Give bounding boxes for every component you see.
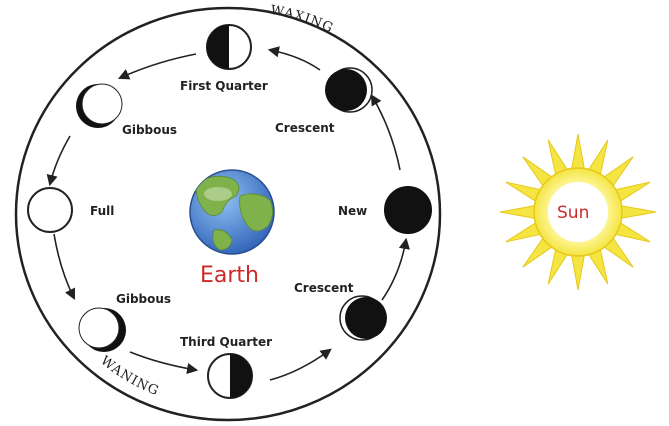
moon-third-quarter xyxy=(207,353,253,399)
label-waning-gibbous: Gibbous xyxy=(116,292,171,306)
label-waning-crescent: Crescent xyxy=(294,281,354,295)
label-first-quarter: First Quarter xyxy=(180,79,268,93)
moon-waxing-crescent xyxy=(325,67,373,113)
label-new: New xyxy=(338,204,367,218)
moon-waxing-gibbous xyxy=(76,83,123,128)
label-third-quarter: Third Quarter xyxy=(180,335,272,349)
sun-ray xyxy=(570,250,586,291)
arrow-crescent-to-new xyxy=(381,237,410,301)
sun-ray xyxy=(616,204,657,220)
arrow-first-quarter-to-gibbous xyxy=(117,53,197,80)
arrow-new-to-crescent xyxy=(370,94,401,171)
moon-new xyxy=(384,186,432,234)
arrow-gibbous-to-full xyxy=(46,135,71,187)
label-waxing-gibbous: Gibbous xyxy=(122,123,177,137)
moon-first-quarter xyxy=(206,24,252,70)
arrow-crescent-to-first-quarter xyxy=(267,46,321,71)
outer-orbit xyxy=(14,6,442,422)
sun-ray xyxy=(570,133,586,174)
sun-ray xyxy=(499,204,540,220)
sun-icon xyxy=(499,133,657,291)
earth-label: Earth xyxy=(200,263,259,288)
arrow-third-quarter-to-crescent xyxy=(269,348,332,381)
earth-icon xyxy=(189,169,275,255)
moon-waning-crescent xyxy=(339,295,387,341)
arrow-full-to-gibbous xyxy=(53,233,76,301)
label-full: Full xyxy=(90,204,114,218)
moon-full xyxy=(27,187,73,233)
moon-waning-gibbous xyxy=(78,307,126,352)
orbit-arrows xyxy=(46,46,410,381)
label-waxing-crescent: Crescent xyxy=(275,121,335,135)
sun-label: Sun xyxy=(557,203,589,223)
waxing-label: WAXING xyxy=(269,3,336,36)
arrow-gibbous-to-third-quarter xyxy=(129,351,199,375)
